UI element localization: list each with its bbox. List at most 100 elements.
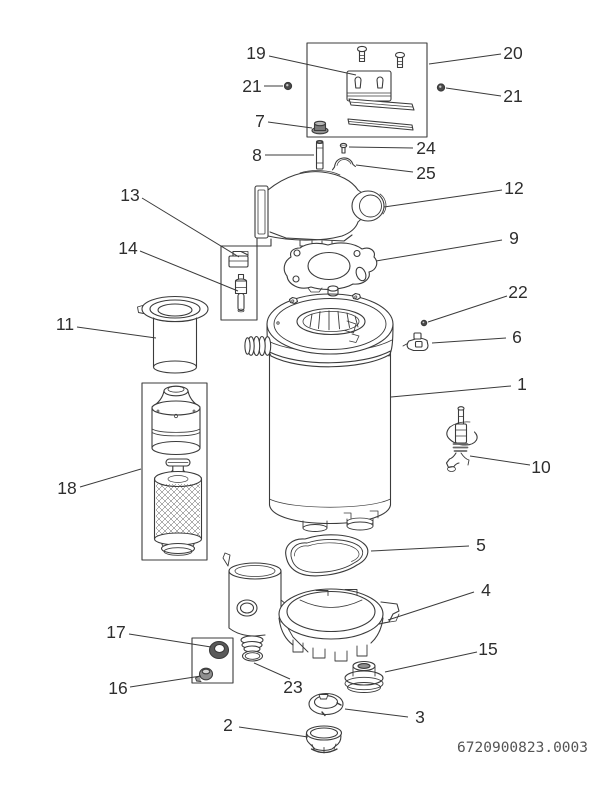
housing-top-cap-icon	[327, 285, 339, 297]
callout-11: 11	[56, 314, 157, 339]
kit-group-boxes	[141, 42, 428, 684]
housing-top-screw-a-icon	[288, 296, 299, 305]
callout-number: 16	[108, 678, 127, 698]
callout-number: 18	[57, 478, 76, 498]
callout-16: 16	[108, 675, 202, 698]
callout-number: 11	[56, 314, 74, 334]
part-24-screw	[339, 142, 348, 154]
callout-9: 9	[375, 228, 519, 262]
leader-line	[431, 337, 507, 344]
callout-15: 15	[384, 639, 498, 673]
leader-line	[79, 468, 142, 488]
part-13-clip	[228, 250, 249, 268]
callout-20: 20	[428, 43, 523, 65]
leader-line	[268, 55, 357, 76]
part-17-seal-ring	[208, 640, 230, 660]
callout-2: 2	[223, 715, 309, 738]
callout-7: 7	[255, 111, 313, 131]
part-18-cover	[151, 385, 201, 456]
callout-19: 19	[246, 43, 357, 76]
callout-23: 23	[253, 662, 303, 697]
callout-5: 5	[370, 535, 486, 555]
callout-number: 8	[252, 145, 262, 165]
leader-line	[428, 53, 502, 65]
callout-3: 3	[344, 707, 425, 727]
drawing-number: 6720900823.0003	[457, 740, 588, 756]
callout-number: 24	[416, 138, 436, 158]
housing-top-screw-b-icon	[351, 292, 362, 301]
leader-line	[370, 545, 470, 552]
callout-22: 22	[427, 282, 528, 323]
leader-line	[383, 189, 503, 208]
callout-18: 18	[57, 468, 142, 498]
leader-line	[390, 385, 512, 398]
callout-number: 19	[246, 43, 265, 63]
part-11-filter-element	[137, 295, 209, 374]
callout-14: 14	[118, 238, 239, 292]
kit-box-valve	[220, 245, 258, 321]
part-21-nut-right	[436, 83, 446, 92]
callout-6: 6	[431, 327, 522, 347]
part-8-stud	[315, 140, 324, 170]
callout-number: 21	[242, 76, 261, 96]
leader-line	[355, 164, 414, 173]
callout-17: 17	[106, 622, 212, 648]
callout-12: 12	[383, 178, 524, 208]
housing-bottom-ports-icon	[302, 510, 379, 532]
part-16-fitting	[195, 667, 214, 682]
callout-number: 5	[476, 535, 486, 555]
callout-4: 4	[387, 580, 491, 621]
part-9-gasket	[283, 242, 378, 293]
bracket-screw-left-icon	[356, 45, 368, 63]
leader-line	[129, 675, 202, 688]
leader-line	[375, 239, 503, 262]
callout-21: 21	[242, 76, 283, 96]
callout-number: 14	[118, 238, 138, 258]
callout-number: 15	[478, 639, 497, 659]
part-23-o-ring	[241, 650, 264, 662]
leader-line	[238, 726, 309, 738]
part-2-cap-nut	[305, 725, 343, 754]
leader-line	[348, 146, 414, 149]
part-14-valve-stem	[234, 273, 248, 313]
part-10-drain-valve	[445, 406, 478, 472]
callout-10: 10	[469, 455, 551, 477]
part-22-screw	[420, 319, 428, 327]
callout-number: 25	[416, 163, 435, 183]
leader-line	[267, 121, 313, 129]
leader-line	[253, 662, 291, 680]
leader-line	[141, 197, 240, 258]
callout-13: 13	[120, 185, 240, 258]
callout-number: 13	[120, 185, 139, 205]
part-21-nut-left	[283, 81, 293, 91]
callout-number: 3	[415, 707, 425, 727]
callout-24: 24	[348, 138, 436, 158]
callout-number: 2	[223, 715, 233, 735]
callout-25: 25	[355, 163, 436, 183]
callout-number: 21	[503, 86, 522, 106]
part-3-retaining-ring	[308, 692, 344, 717]
kit-box-cartridge	[141, 382, 208, 561]
part-25-clip	[331, 157, 356, 171]
part-18-cartridge	[153, 458, 203, 556]
part-15-grommet	[344, 660, 384, 693]
bracket-screw-right-icon	[394, 51, 406, 69]
leader-line	[384, 651, 478, 673]
part-12-intake-elbow	[254, 170, 387, 247]
leader-line	[387, 591, 475, 621]
callout-number: 20	[503, 43, 523, 63]
callout-number: 22	[508, 282, 527, 302]
callout-1: 1	[390, 374, 527, 398]
callout-number: 6	[512, 327, 522, 347]
callout-number: 1	[517, 374, 527, 394]
part-5-seal	[285, 534, 369, 577]
part-7-flange-nut	[311, 120, 329, 135]
kit-box-bracket	[306, 42, 428, 138]
part-1-filter-housing	[244, 285, 394, 532]
callout-21: 21	[445, 86, 523, 106]
callout-number: 4	[481, 580, 491, 600]
housing-inlet-port-icon	[244, 335, 272, 357]
